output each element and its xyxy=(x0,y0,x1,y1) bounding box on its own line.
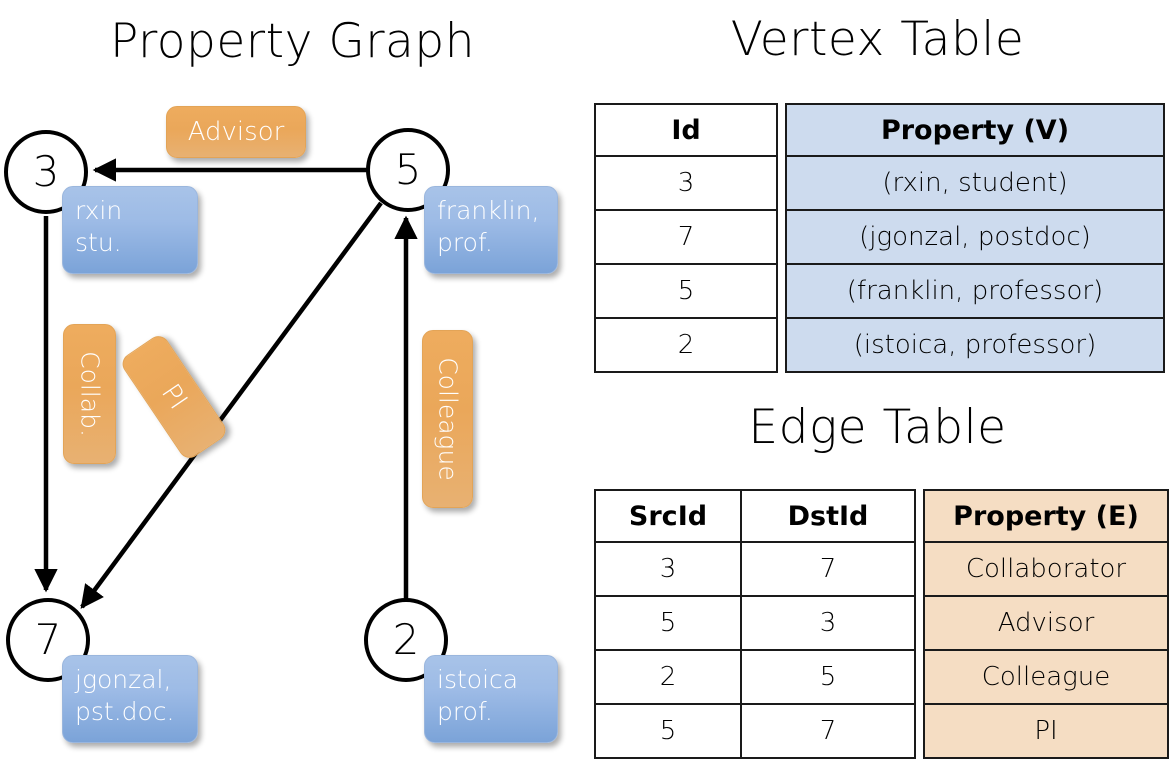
table-row: (jgonzal, postdoc) xyxy=(785,211,1165,265)
table-row: (istoica, professor) xyxy=(785,319,1165,373)
page-title-vertex-table: Vertex Table xyxy=(730,12,1025,67)
table-row: 3 xyxy=(742,597,916,651)
page-title-edge-table: Edge Table xyxy=(748,400,1007,455)
graph-node-5[interactable]: 5 xyxy=(366,128,450,212)
edge-label-pi[interactable]: PI xyxy=(118,331,230,463)
table-row: 2 xyxy=(594,651,742,705)
edge-table-srcid-column: SrcId 3 5 2 5 xyxy=(594,489,742,759)
vertex-label-franklin-text: franklin, prof. xyxy=(437,196,540,257)
vertex-label-franklin[interactable]: franklin, prof. xyxy=(424,186,558,274)
table-row: 5 xyxy=(594,705,742,759)
vertex-label-rxin[interactable]: rxin stu. xyxy=(62,186,198,274)
vertex-label-jgonzal[interactable]: jgonzal, pst.doc. xyxy=(62,655,198,743)
edge-table-property-column: Property (E) Collaborator Advisor Collea… xyxy=(923,489,1169,759)
edge-label-pi-text: PI xyxy=(155,378,193,416)
table-row: (franklin, professor) xyxy=(785,265,1165,319)
vertex-label-jgonzal-text: jgonzal, pst.doc. xyxy=(75,665,175,726)
table-row: 5 xyxy=(742,651,916,705)
table-row: PI xyxy=(923,705,1169,759)
edge-table-header-property: Property (E) xyxy=(923,489,1169,543)
table-row: 7 xyxy=(594,211,778,265)
table-row: 5 xyxy=(594,597,742,651)
edge-label-colleague-text: Colleague xyxy=(433,357,462,481)
edge-label-advisor[interactable]: Advisor xyxy=(166,106,306,158)
table-row: Colleague xyxy=(923,651,1169,705)
edge-table-header-srcid: SrcId xyxy=(594,489,742,543)
edge-table-header-dstid: DstId xyxy=(742,489,916,543)
page-title-property-graph: Property Graph xyxy=(110,14,475,69)
edge-label-advisor-text: Advisor xyxy=(187,117,285,147)
edge-label-collab-text: Collab. xyxy=(75,351,104,437)
vertex-table-header-property: Property (V) xyxy=(785,103,1165,157)
vertex-table-column-gap xyxy=(778,103,785,373)
edge-table-column-gap xyxy=(916,489,923,759)
vertex-table-property-column: Property (V) (rxin, student) (jgonzal, p… xyxy=(785,103,1165,373)
vertex-label-istoica[interactable]: istoica prof. xyxy=(424,655,558,743)
property-graph-diagram: 3 5 7 2 rxin stu. franklin, prof. jgonza… xyxy=(4,106,558,743)
table-row: 5 xyxy=(594,265,778,319)
edge-label-collab[interactable]: Collab. xyxy=(63,324,116,464)
edge-5-to-7-pi xyxy=(80,201,383,609)
table-row: (rxin, student) xyxy=(785,157,1165,211)
edge-table: SrcId 3 5 2 5 DstId 7 3 5 7 Property (E)… xyxy=(594,489,1169,759)
table-row: Advisor xyxy=(923,597,1169,651)
table-row: 7 xyxy=(742,705,916,759)
vertex-table-header-id: Id xyxy=(594,103,778,157)
table-row: 2 xyxy=(594,319,778,373)
vertex-table: Id 3 7 5 2 Property (V) (rxin, student) … xyxy=(594,103,1165,373)
vertex-table-id-column: Id 3 7 5 2 xyxy=(594,103,778,373)
table-row: 3 xyxy=(594,157,778,211)
edge-label-colleague[interactable]: Colleague xyxy=(422,330,473,508)
table-row: 7 xyxy=(742,543,916,597)
table-row: Collaborator xyxy=(923,543,1169,597)
graph-node-2[interactable]: 2 xyxy=(364,598,448,682)
vertex-label-istoica-text: istoica prof. xyxy=(437,665,519,726)
edge-table-dstid-column: DstId 7 3 5 7 xyxy=(742,489,916,759)
table-row: 3 xyxy=(594,543,742,597)
graph-edges-layer xyxy=(34,158,418,609)
vertex-label-rxin-text: rxin stu. xyxy=(75,196,123,257)
